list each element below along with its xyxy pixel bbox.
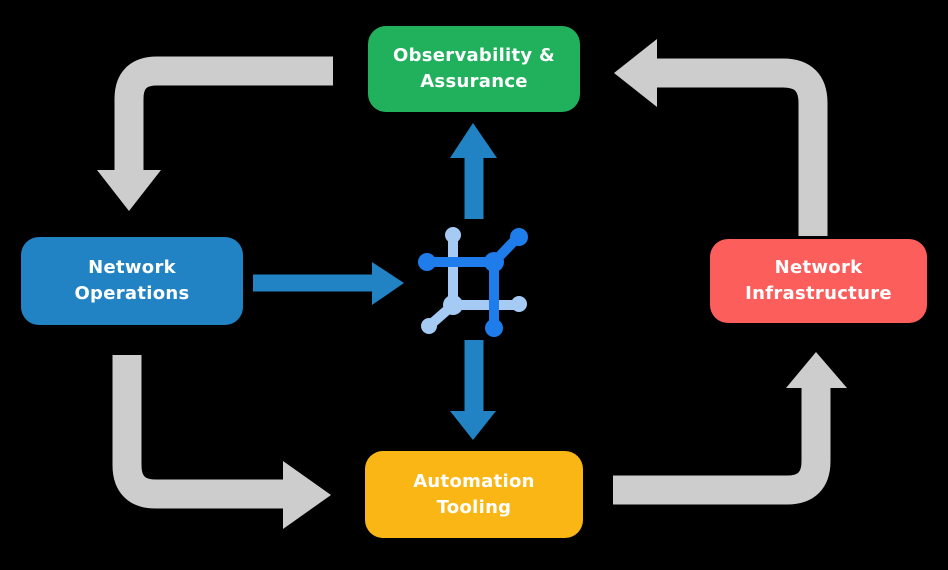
network-mesh-icon-dark [418,228,528,337]
arrow-shaft [114,56,333,172]
node-label-line: Network [88,257,176,278]
icon-corner-top-right [484,252,504,272]
node-label-line: Tooling [436,496,512,518]
node-observability-assurance: Observability & Assurance [368,26,580,112]
network-mesh-icon [418,227,528,337]
arrow-operations-to-platform [253,262,404,305]
arrow-head-left [614,39,657,107]
icon-node-lower-left [421,318,437,334]
arrow-platform-to-automation [450,340,496,440]
arrow-platform-to-observability [450,123,497,219]
node-label-line: Automation [413,470,535,492]
node-label-line: Observability & [392,45,556,66]
node-automation-tooling: Automation Tooling [365,451,583,538]
arrow-shaft [656,58,828,236]
icon-node-upper-right [510,228,528,246]
node-label-line: Network [774,257,863,278]
arrow-head-up [786,352,847,388]
node-network-operations: Network Operations [21,237,243,325]
node-label-line: Operations [74,283,190,304]
icon-node-left [418,253,436,271]
arrow-shaft [112,355,284,509]
node-label-line: Assurance [420,71,528,92]
arrow-infrastructure-to-observability [614,39,828,236]
icon-node-top [445,227,461,243]
arrow-head-down [97,170,161,211]
icon-corner-bottom-left [443,295,463,315]
arrow-head-down [450,411,496,440]
arrow-operations-to-automation [112,355,331,529]
network-mesh-icon-light [421,227,527,334]
arrow-automation-to-infrastructure [613,352,847,505]
arrow-head-up [450,123,497,158]
arrow-observability-to-operations [97,56,333,211]
node-label-line: Infrastructure [745,283,892,304]
node-network-infrastructure: Network Infrastructure [710,239,927,323]
arrow-head-right [283,461,331,529]
arrow-head-right [372,262,404,305]
arrow-shaft [613,386,831,505]
icon-node-bottom [485,319,503,337]
icon-node-right [511,296,527,312]
